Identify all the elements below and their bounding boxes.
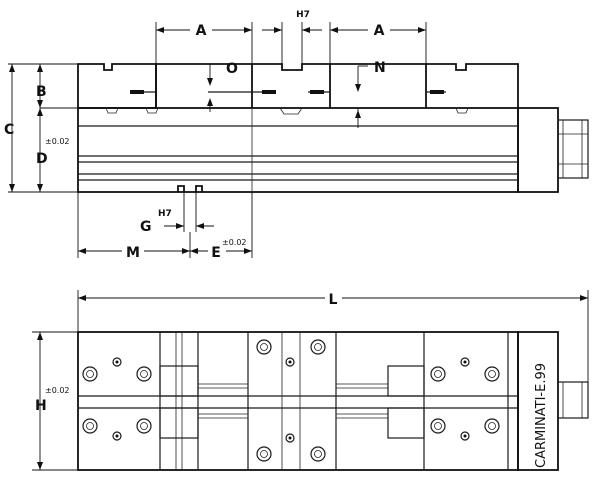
dim-a-right: A [329, 22, 427, 64]
plan-view-body [77, 331, 519, 471]
jaw-middle-left [155, 63, 276, 108]
label-m: M [126, 245, 140, 261]
screws-middle [256, 332, 326, 470]
dim-o: O [207, 61, 238, 112]
plan-view: CARMINATI-E.99 [77, 331, 589, 471]
label-d-tol: ±0.02 [45, 137, 70, 146]
side-view-end-block [517, 107, 559, 193]
dim-n: N [355, 60, 386, 128]
plan-hex-nut [557, 381, 589, 419]
label-h: H [35, 398, 47, 414]
label-a-right: A [374, 23, 385, 39]
screws-right [430, 357, 500, 441]
screws-left [82, 357, 152, 441]
dim-a-left: A [155, 22, 253, 64]
label-a-left: A [196, 23, 207, 39]
dim-g: H7 G [140, 192, 214, 235]
jaw-middle [252, 63, 331, 108]
label-e: E [211, 245, 221, 261]
label-h-tol: ±0.02 [45, 386, 70, 395]
label-o: O [226, 61, 238, 77]
dim-d: ±0.02 D [36, 108, 70, 192]
label-l: L [329, 292, 338, 308]
label-c: C [4, 122, 14, 138]
label-h7-bottom: H7 [158, 209, 172, 219]
jaw-left [77, 63, 157, 109]
label-e-tol: ±0.02 [222, 238, 247, 247]
dim-e: E ±0.02 [190, 192, 253, 261]
dim-l: L [77, 290, 589, 382]
dim-c: C [4, 63, 78, 193]
label-b: B [36, 84, 47, 100]
label-d: D [36, 151, 48, 167]
dim-b: B [36, 63, 78, 109]
hex-nut [557, 119, 589, 179]
dim-h7-top: H7 [262, 10, 322, 64]
label-n: N [374, 60, 386, 76]
dim-h: ±0.02 H [32, 331, 78, 471]
side-view [77, 63, 589, 193]
brand-label: CARMINATI-E.99 [534, 363, 549, 468]
dim-m: M [77, 192, 191, 261]
label-h7-top: H7 [296, 10, 310, 20]
label-g: G [140, 219, 152, 235]
